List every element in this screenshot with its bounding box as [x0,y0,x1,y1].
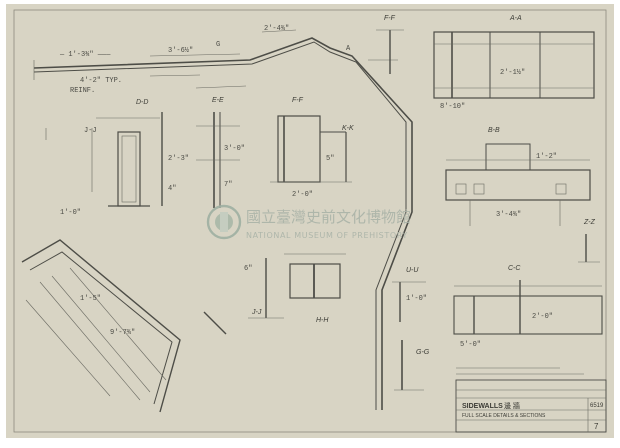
svg-text:1'-0": 1'-0" [406,295,427,303]
section-label-ee: E-E [212,97,224,104]
paper-background [6,4,614,438]
section-label-jj: J-J [251,309,262,316]
svg-text:4": 4" [168,185,176,193]
svg-text:4'-2" TYP.: 4'-2" TYP. [80,77,122,85]
section-label-cc: C-C [508,265,521,272]
section-zz: Z-Z [578,219,600,263]
watermark-title-en: NATIONAL MUSEUM OF PREHISTORY [246,231,408,240]
svg-text:3'-6½": 3'-6½" [168,46,193,55]
section-label-zz: Z-Z [583,219,596,226]
svg-text:J-J: J-J [84,127,97,135]
title-block: SIDEWALLS 邊 牆 FULL SCALE DETAILS & SECTI… [455,367,607,433]
sheet-number: 6519 [590,403,604,409]
section-gg: G-G [394,340,430,391]
watermark-title-cn: 國立臺灣史前文化博物館 [246,208,411,226]
section-aa: A-A 2'-1½" 8'-10" F-F [376,15,595,111]
museum-seal-icon [206,204,242,240]
svg-text:3'-0": 3'-0" [224,145,245,153]
section-cc: C-C 2'-0" 5'-0" [453,265,603,349]
svg-text:2'-4¾": 2'-4¾" [264,25,289,33]
svg-text:5'-0": 5'-0" [460,341,481,349]
section-ee: E-E 3'-0" 7" [196,97,245,208]
wall-plan-top: — 1'-3¾" ——— 3'-6½" 2'-4¾" 4'-2" TYP. RE… [33,25,413,410]
svg-text:1'-2": 1'-2" [536,153,557,161]
wall-isometric-bottom-left: 1'-5" 9'-7¾" [21,239,227,413]
section-bb: B-B 1'-2" 3'-4¾" [445,127,591,226]
svg-text:3'-4¾": 3'-4¾" [496,211,521,219]
svg-text:7": 7" [224,181,232,189]
section-ff: F-F K-K 5" 2'-0" [270,97,354,199]
svg-text:— 1'-3¾" ———: — 1'-3¾" ——— [59,51,111,59]
svg-text:2'-0": 2'-0" [292,191,313,199]
svg-text:F-F: F-F [384,15,396,22]
museum-watermark: 國立臺灣史前文化博物館 NATIONAL MUSEUM OF PREHISTOR… [206,204,411,240]
svg-text:2'-0": 2'-0" [532,313,553,321]
drawing-subtitle: FULL SCALE DETAILS & SECTIONS [462,413,546,419]
svg-text:9'-7¾": 9'-7¾" [110,329,135,337]
section-label-kk: K-K [342,125,354,132]
section-dd: D-D J-J 2'-3" 4" 1'-0" [60,99,189,217]
section-jj: J-J [251,309,262,316]
section-label-hh: H-H [316,317,329,324]
section-label-aa: A-A [509,15,522,22]
section-hh: H-H 6" [244,253,346,324]
section-label-dd: D-D [136,99,148,106]
sheet-border [13,9,607,433]
sheet-index: 7 [594,422,599,431]
drawing-title: SIDEWALLS [462,403,503,410]
svg-text:1'-5": 1'-5" [80,295,101,303]
svg-text:REINF.: REINF. [70,87,95,95]
section-label-ff: F-F [292,97,304,104]
svg-text:1'-0": 1'-0" [60,209,81,217]
section-uu: U-U 1'-0" [392,267,427,322]
drawing-title-cn: 邊 牆 [504,401,520,410]
section-label-uu: U-U [406,267,419,274]
svg-text:A: A [346,45,351,53]
svg-text:6": 6" [244,265,252,273]
svg-text:8'-10": 8'-10" [440,103,465,111]
svg-text:5": 5" [326,155,334,163]
svg-text:2'-3": 2'-3" [168,155,189,163]
svg-text:2'-1½": 2'-1½" [500,68,525,77]
section-label-bb: B-B [488,127,500,134]
section-label-gg: G-G [416,349,430,356]
svg-text:G: G [216,41,220,49]
